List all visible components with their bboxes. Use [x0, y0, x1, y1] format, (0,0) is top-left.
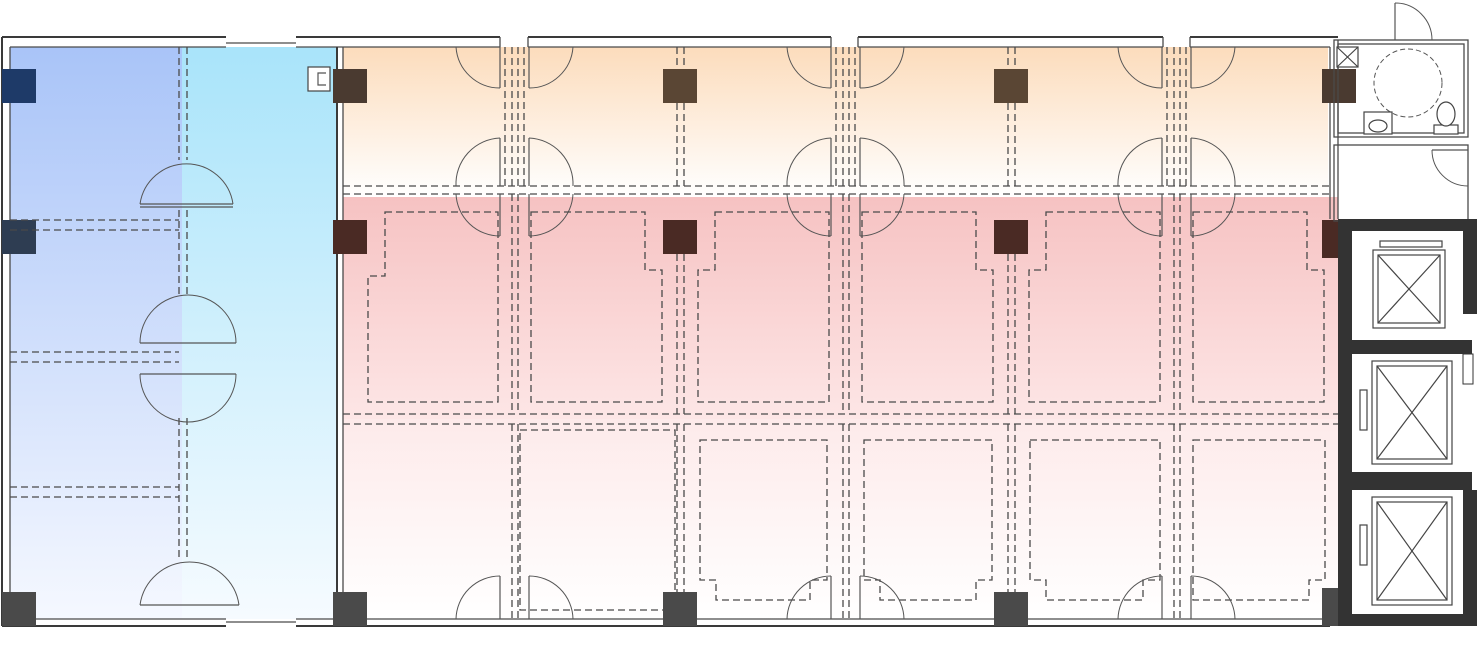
- door[interactable]: [1394, 2, 1433, 41]
- column: [994, 220, 1028, 254]
- zones: [10, 47, 1338, 619]
- room-outline: [367, 211, 499, 403]
- zone-west: [10, 47, 182, 619]
- room-outline: [697, 211, 830, 403]
- zone-south-offices: [343, 419, 1338, 619]
- column: [1322, 588, 1338, 626]
- exterior-walls: [1, 36, 1339, 627]
- column: [663, 592, 697, 626]
- columns: [2, 69, 1356, 626]
- sink-icon: [1363, 111, 1393, 135]
- door[interactable]: [786, 193, 832, 237]
- column: [2, 592, 36, 626]
- door[interactable]: [1190, 46, 1236, 89]
- room-outline: [863, 439, 993, 601]
- column: [2, 220, 36, 254]
- door[interactable]: [455, 193, 501, 237]
- room-outline: [1192, 439, 1326, 601]
- room-outline: [530, 211, 663, 403]
- elevator-icon: [1359, 496, 1453, 606]
- room-outline: [861, 211, 994, 403]
- zone-corridor: [182, 47, 337, 619]
- column: [2, 69, 36, 103]
- north-offices: [343, 46, 1330, 237]
- middle-offices: [343, 194, 1338, 425]
- door[interactable]: [786, 46, 832, 89]
- door[interactable]: [1117, 46, 1163, 89]
- fire-hose-cabinet-icon: [307, 66, 331, 92]
- column: [663, 220, 697, 254]
- room-outline: [1192, 211, 1325, 403]
- door[interactable]: [528, 193, 574, 237]
- lobby: [1333, 144, 1469, 222]
- door[interactable]: [455, 46, 501, 89]
- shaft-icon: [1336, 46, 1359, 68]
- door[interactable]: [859, 137, 905, 187]
- column: [333, 220, 367, 254]
- column: [663, 69, 697, 103]
- door[interactable]: [455, 137, 501, 187]
- elevator-core: [1338, 219, 1477, 626]
- door[interactable]: [528, 575, 574, 620]
- column: [333, 69, 367, 103]
- zone-middle-offices: [343, 197, 1338, 419]
- door[interactable]: [859, 193, 905, 237]
- elevator-icon: [1372, 240, 1446, 329]
- restroom: [1333, 2, 1469, 138]
- door[interactable]: [139, 373, 237, 423]
- door[interactable]: [1117, 575, 1163, 620]
- door[interactable]: [1190, 137, 1236, 187]
- column: [994, 69, 1028, 103]
- door[interactable]: [1117, 137, 1163, 187]
- door[interactable]: [1431, 149, 1469, 187]
- door[interactable]: [859, 46, 905, 89]
- room-outline: [1028, 211, 1161, 403]
- room-outline: [1029, 439, 1161, 601]
- door[interactable]: [139, 163, 234, 208]
- column: [994, 592, 1028, 626]
- door[interactable]: [455, 575, 501, 620]
- column: [1322, 69, 1356, 103]
- room-outline: [519, 429, 676, 611]
- door[interactable]: [1190, 193, 1236, 237]
- south-offices: [455, 424, 1326, 620]
- door[interactable]: [1190, 575, 1236, 620]
- column: [1322, 220, 1338, 258]
- door[interactable]: [859, 575, 905, 620]
- toilet-icon: [1433, 101, 1459, 135]
- door[interactable]: [139, 561, 240, 606]
- west-partitions: [10, 47, 331, 606]
- elevator-icon: [1359, 360, 1453, 465]
- door[interactable]: [528, 137, 574, 187]
- door[interactable]: [786, 137, 832, 187]
- room-outline: [699, 439, 828, 601]
- door[interactable]: [1117, 193, 1163, 237]
- door[interactable]: [786, 575, 832, 620]
- door[interactable]: [528, 46, 574, 89]
- column: [333, 592, 367, 626]
- door[interactable]: [139, 294, 237, 344]
